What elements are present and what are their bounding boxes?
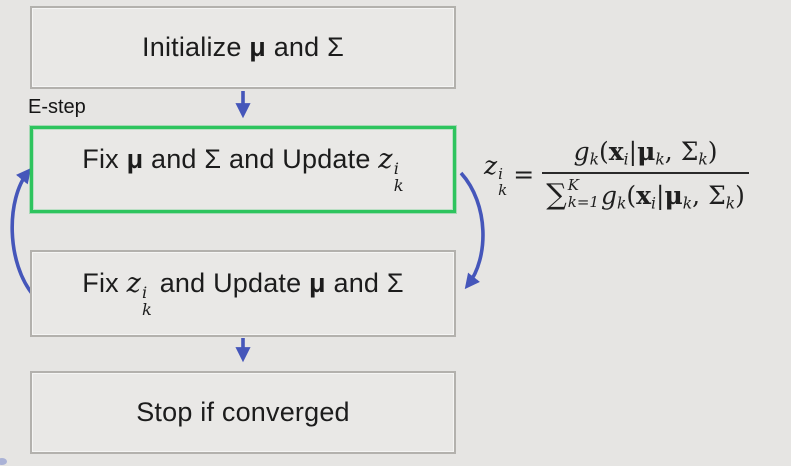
sigma: Σ (680, 137, 699, 166)
bold-mu: μ (249, 32, 267, 62)
bold-mu: μ (309, 268, 326, 299)
arrow-curve-estep-to-mstep (459, 171, 485, 290)
bold-mu: μ (126, 144, 144, 175)
e-step-label: E-step (28, 96, 86, 118)
bold-x: x (636, 180, 652, 210)
initialize-box: Initialize μ and Σ (30, 6, 456, 89)
equals-sign: = (513, 160, 535, 190)
stop-box: Stop if converged (30, 371, 456, 454)
z-variable: z (126, 268, 141, 300)
bottom-left-marker-dot (0, 458, 7, 465)
fraction-numerator: gk(xi|μk, Σk) (573, 137, 718, 169)
bold-mu: μ (664, 180, 683, 210)
bold-mu: μ (637, 137, 656, 166)
stop-label: Stop if converged (136, 397, 350, 427)
initialize-label: Initialize μ and Σ (142, 32, 344, 62)
bold-x: x (608, 137, 624, 166)
sigma: Σ (708, 180, 726, 210)
z-variable: z (378, 144, 393, 176)
